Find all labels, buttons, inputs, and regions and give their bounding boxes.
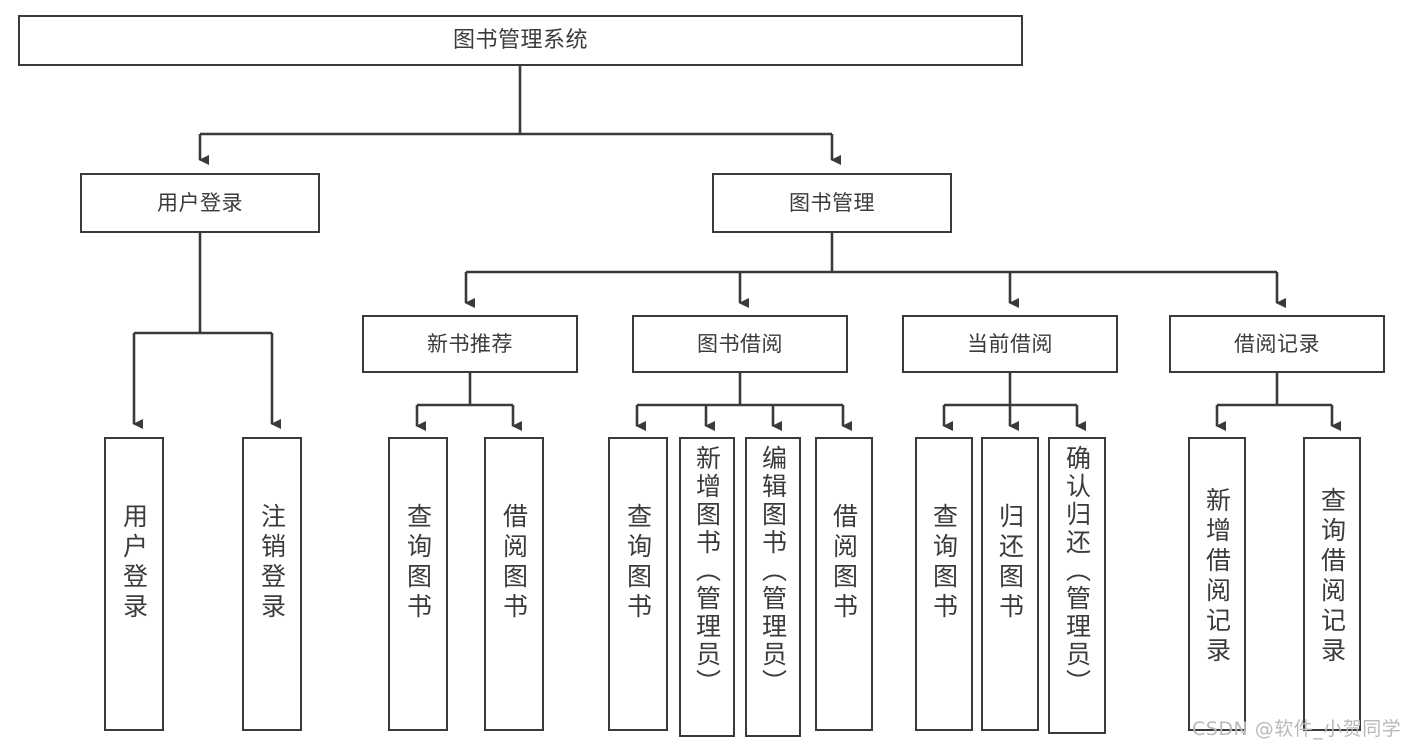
leaf-borrow-book-borrow[interactable]: 借阅图书 bbox=[815, 437, 873, 731]
node-book-management[interactable]: 图书管理 bbox=[712, 173, 952, 233]
node-user-login[interactable]: 用户登录 bbox=[80, 173, 320, 233]
leaf-borrow-book-recommend[interactable]: 借阅图书 bbox=[484, 437, 544, 731]
node-label: 当前借阅 bbox=[967, 331, 1053, 356]
node-label: 查询图书 bbox=[929, 503, 959, 623]
leaf-return-book[interactable]: 归还图书 bbox=[981, 437, 1039, 731]
node-current-borrow[interactable]: 当前借阅 bbox=[902, 315, 1118, 373]
leaf-query-book-current[interactable]: 查询图书 bbox=[915, 437, 973, 731]
leaf-user-login[interactable]: 用户登录 bbox=[104, 437, 164, 731]
node-label: 查询图书 bbox=[623, 503, 653, 623]
node-label: 新增图书（管理员） bbox=[692, 445, 722, 697]
node-label: 确认归还（管理员） bbox=[1062, 445, 1092, 697]
node-label: 借阅记录 bbox=[1234, 331, 1320, 356]
node-label: 编辑图书（管理员） bbox=[758, 445, 788, 697]
leaf-user-logout[interactable]: 注销登录 bbox=[242, 437, 302, 731]
node-label: 归还图书 bbox=[995, 503, 1025, 623]
node-new-book-recommend[interactable]: 新书推荐 bbox=[362, 315, 578, 373]
node-label: 图书管理 bbox=[789, 190, 875, 215]
node-label: 新书推荐 bbox=[427, 331, 513, 356]
leaf-query-book-recommend[interactable]: 查询图书 bbox=[388, 437, 448, 731]
leaf-query-book-borrow[interactable]: 查询图书 bbox=[608, 437, 668, 731]
node-label: 查询借阅记录 bbox=[1317, 487, 1347, 667]
node-label: 图书管理系统 bbox=[452, 27, 588, 53]
node-label: 借阅图书 bbox=[829, 503, 859, 623]
node-label: 借阅图书 bbox=[499, 503, 529, 623]
node-label: 查询图书 bbox=[403, 503, 433, 623]
node-label: 新增借阅记录 bbox=[1202, 487, 1232, 667]
leaf-add-book-admin[interactable]: 新增图书（管理员） bbox=[679, 437, 735, 737]
leaf-query-borrow-record[interactable]: 查询借阅记录 bbox=[1303, 437, 1361, 731]
leaf-edit-book-admin[interactable]: 编辑图书（管理员） bbox=[745, 437, 801, 737]
leaf-add-borrow-record[interactable]: 新增借阅记录 bbox=[1188, 437, 1246, 731]
node-label: 用户登录 bbox=[119, 503, 149, 623]
leaf-confirm-return-admin[interactable]: 确认归还（管理员） bbox=[1048, 437, 1106, 734]
node-root-book-management-system[interactable]: 图书管理系统 bbox=[18, 15, 1023, 66]
node-book-borrow[interactable]: 图书借阅 bbox=[632, 315, 848, 373]
node-borrow-record[interactable]: 借阅记录 bbox=[1169, 315, 1385, 373]
node-label: 用户登录 bbox=[157, 190, 243, 215]
node-label: 注销登录 bbox=[257, 503, 287, 623]
node-label: 图书借阅 bbox=[697, 331, 783, 356]
